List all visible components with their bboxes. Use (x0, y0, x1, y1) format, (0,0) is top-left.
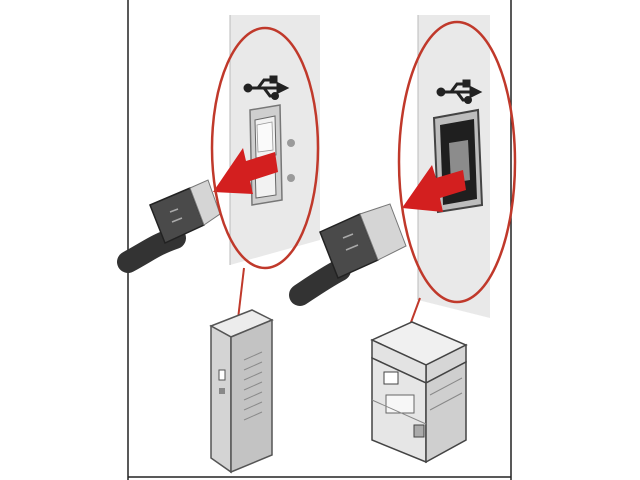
printer-usb-port-location (383, 371, 399, 385)
panel-right (289, 15, 517, 464)
panel-left (117, 15, 320, 474)
usb-symbol-icon (436, 79, 483, 104)
usb-a-cable (117, 179, 221, 273)
usb-b-cable (289, 203, 407, 306)
printer (370, 321, 468, 464)
insert-arrow-right (402, 165, 466, 212)
callout-circle-right (397, 20, 517, 304)
computer-tower (209, 309, 274, 474)
insert-arrow-left (213, 148, 278, 194)
callout-circle-left (210, 26, 320, 270)
usb-symbol-icon (243, 75, 290, 100)
usb-a-port (249, 104, 295, 206)
